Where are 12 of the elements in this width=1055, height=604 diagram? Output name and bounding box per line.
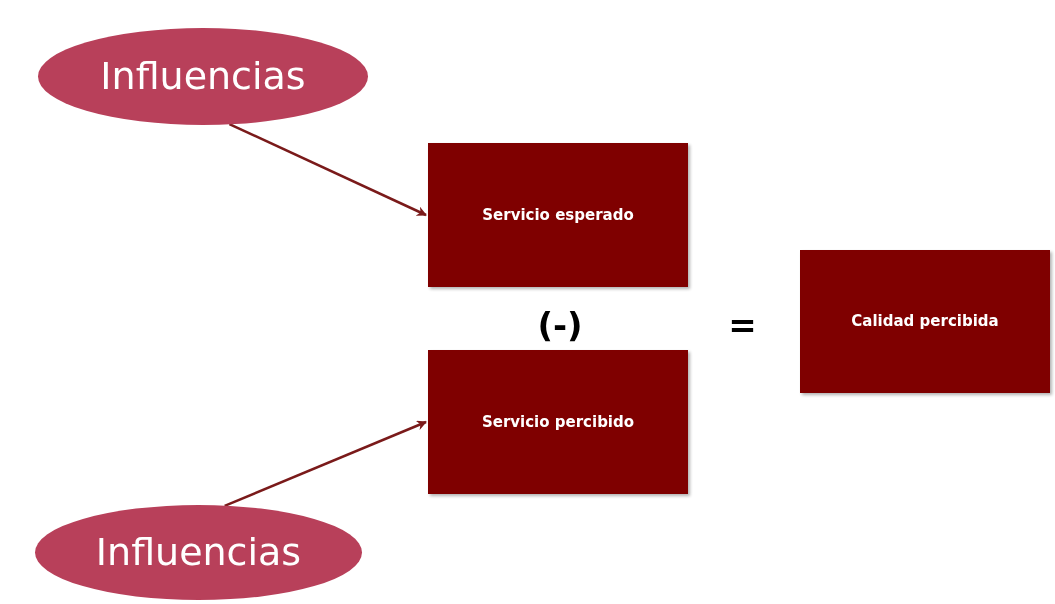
node-text: Servicio esperado (481, 204, 635, 226)
process-box (428, 350, 688, 494)
operator-label: (-) (536, 303, 584, 347)
node-text: Calidad percibida (850, 311, 1000, 333)
process-box (428, 143, 688, 287)
node-text: Influencias (100, 52, 306, 100)
node-text: Servicio percibido (480, 411, 636, 433)
operator-label: = (727, 305, 758, 345)
arrow (228, 122, 427, 217)
arrow (224, 420, 427, 508)
process-box (800, 250, 1050, 393)
node-text: Influencias (95, 528, 302, 576)
